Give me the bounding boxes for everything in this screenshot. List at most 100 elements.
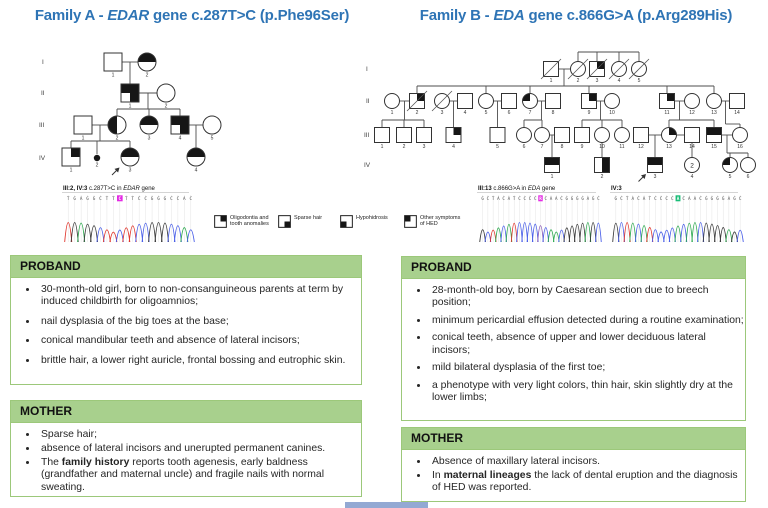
individual-number: 4 <box>464 110 467 116</box>
individual-number: 1 <box>129 103 132 109</box>
svg-text:T: T <box>125 196 128 202</box>
generation-label: II <box>41 90 45 97</box>
svg-text:C: C <box>739 196 742 202</box>
svg-text:R: R <box>539 196 542 201</box>
svg-text:C: C <box>189 196 192 202</box>
svg-text:C: C <box>671 196 674 202</box>
pedigree-individual-III-4: 4 <box>445 127 462 150</box>
individual-number: 14 <box>689 144 695 150</box>
bullet-item: absence of lateral incisors and unerupte… <box>38 443 361 455</box>
svg-text:T: T <box>67 196 70 202</box>
pedigree-individual-III-9: 9 <box>574 127 590 150</box>
pedigree-individual-III-4: 4 <box>170 115 190 141</box>
individual-number: 5 <box>485 110 488 116</box>
individual-number: 9 <box>581 144 584 150</box>
svg-text:2: 2 <box>690 162 694 169</box>
legend-label: Oligodontia and tooth anomalies <box>230 215 269 228</box>
svg-text:C: C <box>170 196 173 202</box>
individual-number: 4 <box>691 174 694 180</box>
svg-text:C: C <box>620 196 623 202</box>
svg-text:C: C <box>523 196 526 201</box>
svg-text:A: A <box>497 196 500 201</box>
pedigree-individual-IV-4: 24 <box>684 157 700 180</box>
pedigree-individual-II-12: 12 <box>684 93 700 116</box>
bullet-item: 30-month-old girl, born to non-consangui… <box>38 284 361 309</box>
svg-text:C: C <box>177 196 180 202</box>
box-header: MOTHER <box>11 401 361 423</box>
svg-text:G: G <box>93 196 96 202</box>
svg-text:A: A <box>80 196 83 202</box>
bottom-blue-strip <box>345 502 428 508</box>
legend-label: Hypohidrosis <box>356 215 388 221</box>
family-a-title: Family A - EDAR gene c.287T>C (p.Phe96Se… <box>34 7 350 24</box>
svg-text:C: C <box>119 196 122 202</box>
individual-number: 11 <box>664 110 669 116</box>
legend-item: Oligodontia and tooth anomalies <box>214 215 276 228</box>
individual-number: 5 <box>496 144 499 150</box>
pedigree-individual-II-5: 5 <box>478 93 494 116</box>
individual-number: 6 <box>747 174 750 180</box>
svg-text:C: C <box>654 196 657 202</box>
individual-number: 12 <box>638 144 644 150</box>
individual-number: 13 <box>711 110 717 116</box>
mutation-highlight <box>117 195 123 202</box>
pedigree-individual-III-10: 10 <box>594 127 610 150</box>
svg-text:T: T <box>106 196 109 202</box>
svg-text:G: G <box>164 196 167 202</box>
pedigree-individual-IV-4: 4 <box>186 147 206 173</box>
pedigree-individual-II-3: 3 <box>431 90 453 116</box>
pedigree-individual-III-3: 3 <box>416 127 432 150</box>
legend-quadrant-symbol <box>214 215 227 228</box>
svg-text:G: G <box>151 196 154 202</box>
individual-number: 1 <box>381 144 384 150</box>
bullet-item: brittle hair, a lower right auricle, fro… <box>38 355 361 367</box>
bullet-item: The family history reports tooth agenesi… <box>38 457 361 494</box>
pedigree-individual-II-11: 11 <box>659 93 675 116</box>
bullet-item: a phenotype with very light colors, thin… <box>429 380 745 405</box>
individual-number: 2 <box>116 135 119 141</box>
pedigree-individual-III-1: 1 <box>73 115 93 141</box>
mutation-highlight <box>675 195 681 202</box>
pedigree-individual-III-16: 16 <box>732 127 748 150</box>
svg-text:A: A <box>555 196 558 201</box>
legend-label: Other symptoms of HED <box>420 215 461 228</box>
svg-text:G: G <box>73 196 76 202</box>
individual-number: 1 <box>550 78 553 84</box>
svg-text:C: C <box>682 196 685 202</box>
gene-symbol: EDA <box>493 7 525 24</box>
individual-number: 2 <box>601 174 604 180</box>
svg-text:C: C <box>665 196 668 202</box>
individual-number: 4 <box>179 135 182 141</box>
individual-number: 2 <box>165 103 168 109</box>
individual-number: 7 <box>529 110 532 116</box>
individual-number: 15 <box>711 144 717 150</box>
family-b-proband-box: PROBAND 28-month-old boy, born by Caesar… <box>401 256 746 421</box>
gene-symbol: EDAR <box>107 7 150 24</box>
individual-number: 10 <box>609 110 615 116</box>
bullet-item: In maternal lineages the lack of dental … <box>429 470 745 495</box>
individual-number: 2 <box>96 163 99 169</box>
svg-text:C: C <box>534 196 537 201</box>
svg-text:G: G <box>733 196 736 202</box>
svg-text:T: T <box>131 196 134 202</box>
pedigree-individual-III-6: 6 <box>516 127 532 150</box>
svg-text:A: A <box>728 196 731 202</box>
individual-number: 1 <box>70 167 73 173</box>
bullet-item: 28-month-old boy, born by Caesarean sect… <box>429 285 745 310</box>
pedigree-individual-III-2: 2 <box>107 115 127 141</box>
individual-number: 4 <box>195 167 198 173</box>
individual-number: 8 <box>552 110 555 116</box>
svg-text:G: G <box>571 196 574 201</box>
svg-text:T: T <box>513 196 516 201</box>
svg-text:C: C <box>597 196 600 201</box>
individual-number: 9 <box>588 110 591 116</box>
svg-text:C: C <box>144 196 147 202</box>
box-header: MOTHER <box>402 428 745 450</box>
individual-number: 1 <box>391 110 394 116</box>
svg-text:T: T <box>492 196 495 201</box>
svg-text:A: A <box>643 196 646 202</box>
